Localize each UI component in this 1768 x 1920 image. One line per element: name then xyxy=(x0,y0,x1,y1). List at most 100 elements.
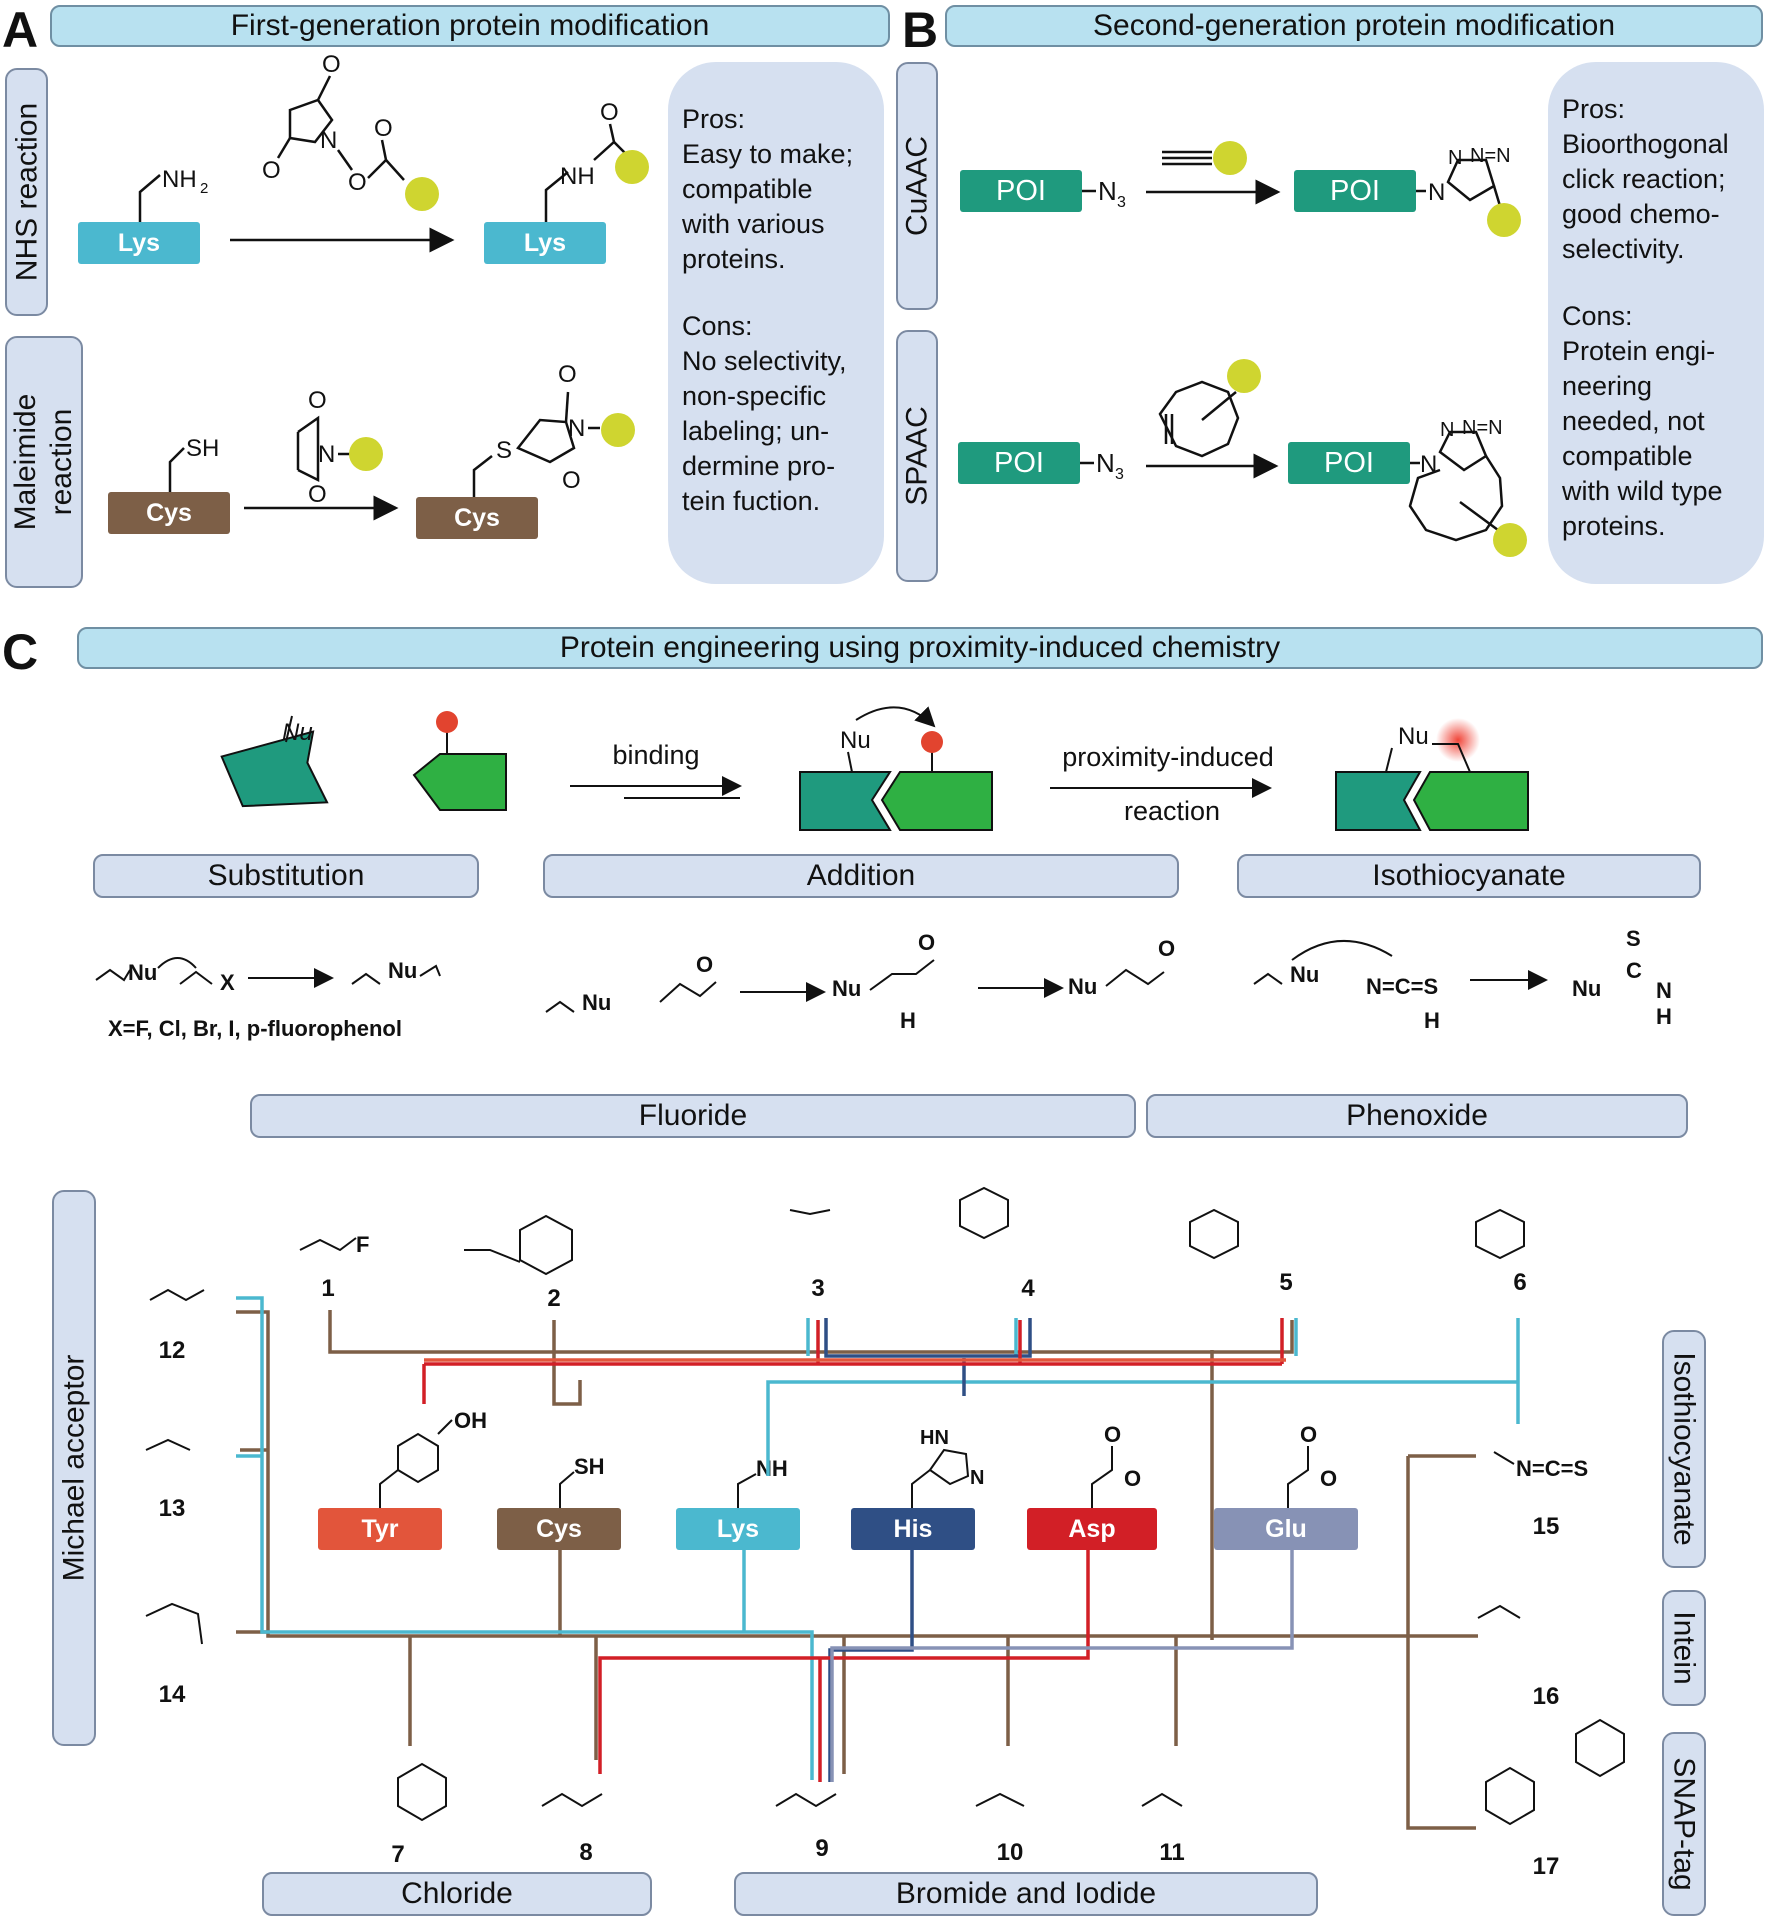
svg-text:O: O xyxy=(308,481,327,508)
compound-number-9: 9 xyxy=(815,1835,828,1862)
panel-a-pros-cons: Pros: Easy to make; compatible with vari… xyxy=(668,62,884,584)
compound-number-1: 1 xyxy=(321,1275,334,1302)
reagent-sketches: F N=C=S xyxy=(145,1186,1625,1826)
svg-text:C: C xyxy=(1626,958,1642,983)
compound-number-13: 13 xyxy=(159,1495,186,1522)
svg-text:S: S xyxy=(1626,926,1641,951)
residue-cys: Cys xyxy=(497,1508,621,1550)
residue-cys-product: Cys xyxy=(416,497,538,539)
svg-text:N: N xyxy=(320,127,337,154)
substitution-mechanism: Nu X Nu X=F, Cl, Br, I, p-fluorophenol xyxy=(95,957,441,1041)
residue-lys: Lys xyxy=(78,222,200,264)
category-bromide-iodide: Bromide and Iodide xyxy=(734,1872,1318,1916)
svg-text:N: N xyxy=(1098,176,1117,206)
svg-text:Nu: Nu xyxy=(282,719,313,746)
compound-number-11: 11 xyxy=(1159,1839,1184,1866)
svg-text:N: N xyxy=(1656,978,1672,1003)
svg-text:NH: NH xyxy=(162,166,197,193)
svg-text:N: N xyxy=(1440,419,1454,441)
panel-b-cuaac-scheme: N 3 N N N=N xyxy=(1082,141,1521,237)
poi-azide-spaac: POI xyxy=(958,442,1080,484)
panel-letter-c: C xyxy=(2,624,39,680)
proximity-scheme: Nu binding Nu proximity-induced reaction… xyxy=(220,706,1529,831)
cuaac-label: CuAAC xyxy=(896,62,938,310)
svg-text:Nu: Nu xyxy=(1068,974,1097,999)
svg-text:2: 2 xyxy=(200,180,208,197)
poi-triazole-cuaac: POI xyxy=(1294,170,1416,212)
svg-text:O: O xyxy=(918,930,935,955)
svg-text:OH: OH xyxy=(454,1408,487,1433)
compound-number-7: 7 xyxy=(391,1841,404,1868)
compound-number-4: 4 xyxy=(1021,1275,1035,1302)
category-phenoxide: Phenoxide xyxy=(1146,1094,1688,1138)
panel-b-spaac-scheme: N 3 N N N=N xyxy=(1080,359,1527,557)
svg-text:Nu: Nu xyxy=(1398,723,1429,750)
category-michael-acceptor: Michael acceptor xyxy=(52,1190,96,1746)
panel-a-nhs-scheme: NH 2 O O N O O NH O xyxy=(138,51,649,253)
panel-a-title: First-generation protein modification xyxy=(50,5,890,47)
poi-triazole-spaac: POI xyxy=(1288,442,1410,484)
category-addition: Addition xyxy=(543,854,1179,898)
svg-text:binding: binding xyxy=(612,740,699,770)
svg-text:N=C=S: N=C=S xyxy=(1366,974,1438,999)
svg-text:H: H xyxy=(900,1008,916,1033)
residue-tyr: Tyr xyxy=(318,1508,442,1550)
category-isothiocyanate-mechanism: Isothiocyanate xyxy=(1237,854,1701,898)
compound-number-15: 15 xyxy=(1533,1513,1560,1540)
svg-text:SH: SH xyxy=(574,1454,605,1479)
category-snap-tag: SNAP-tag xyxy=(1662,1732,1706,1916)
panel-a-maleimide-scheme: SH O O N S O O N xyxy=(168,361,635,521)
compound-number-14: 14 xyxy=(159,1681,186,1708)
svg-text:O: O xyxy=(1320,1466,1337,1491)
residue-lys: Lys xyxy=(676,1508,800,1550)
residue-his: His xyxy=(851,1508,975,1550)
svg-text:N=N: N=N xyxy=(1462,417,1503,439)
svg-text:N: N xyxy=(318,441,335,468)
category-chloride: Chloride xyxy=(262,1872,652,1916)
svg-text:O: O xyxy=(348,169,367,196)
svg-text:O: O xyxy=(600,99,619,126)
residue-glu: Glu xyxy=(1214,1508,1358,1550)
compound-number-16: 16 xyxy=(1533,1683,1560,1710)
addition-mechanism: Nu O Nu O H Nu O xyxy=(545,930,1175,1033)
compound-number-3: 3 xyxy=(811,1275,824,1302)
category-fluoride: Fluoride xyxy=(250,1094,1136,1138)
svg-text:NH: NH xyxy=(756,1456,788,1481)
compound-number-6: 6 xyxy=(1513,1269,1526,1296)
category-substitution: Substitution xyxy=(93,854,479,898)
compound-number-5: 5 xyxy=(1279,1269,1292,1296)
svg-text:proximity-induced: proximity-induced xyxy=(1062,742,1274,772)
svg-text:O: O xyxy=(322,51,341,78)
svg-text:O: O xyxy=(374,115,393,142)
svg-text:3: 3 xyxy=(1117,194,1126,211)
svg-text:N: N xyxy=(568,415,585,442)
svg-text:Nu: Nu xyxy=(582,990,611,1015)
category-isothiocyanate: Isothiocyanate xyxy=(1662,1330,1706,1568)
svg-text:N: N xyxy=(970,1467,984,1489)
compound-number-17: 17 xyxy=(1533,1853,1560,1880)
residue-lys-product: Lys xyxy=(484,222,606,264)
compound-number-10: 10 xyxy=(997,1839,1024,1866)
svg-text:Nu: Nu xyxy=(1290,962,1319,987)
compound-number-12: 12 xyxy=(159,1337,186,1364)
svg-text:O: O xyxy=(308,387,327,414)
compound-number-2: 2 xyxy=(547,1285,560,1312)
svg-text:O: O xyxy=(1300,1422,1317,1447)
compound-number-8: 8 xyxy=(579,1839,592,1866)
svg-text:O: O xyxy=(1158,936,1175,961)
svg-text:O: O xyxy=(558,361,577,388)
nhs-reaction-label: NHS reaction xyxy=(5,68,48,316)
svg-text:SH: SH xyxy=(186,435,219,462)
svg-text:NH: NH xyxy=(560,163,595,190)
category-intein: Intein xyxy=(1662,1590,1706,1706)
svg-text:Nu: Nu xyxy=(388,958,417,983)
maleimide-reaction-label: Maleimide reaction xyxy=(5,336,83,588)
connection-lines xyxy=(236,1296,1520,1830)
svg-text:X=F, Cl, Br, I, p-fluorophenol: X=F, Cl, Br, I, p-fluorophenol xyxy=(108,1016,402,1041)
residue-side-chains: OH SH NH HN N O O O O xyxy=(379,1408,1337,1508)
svg-text:H: H xyxy=(1424,1008,1440,1033)
svg-text:F: F xyxy=(356,1232,369,1257)
svg-text:S: S xyxy=(496,437,512,464)
panel-letter-a: A xyxy=(2,2,39,58)
